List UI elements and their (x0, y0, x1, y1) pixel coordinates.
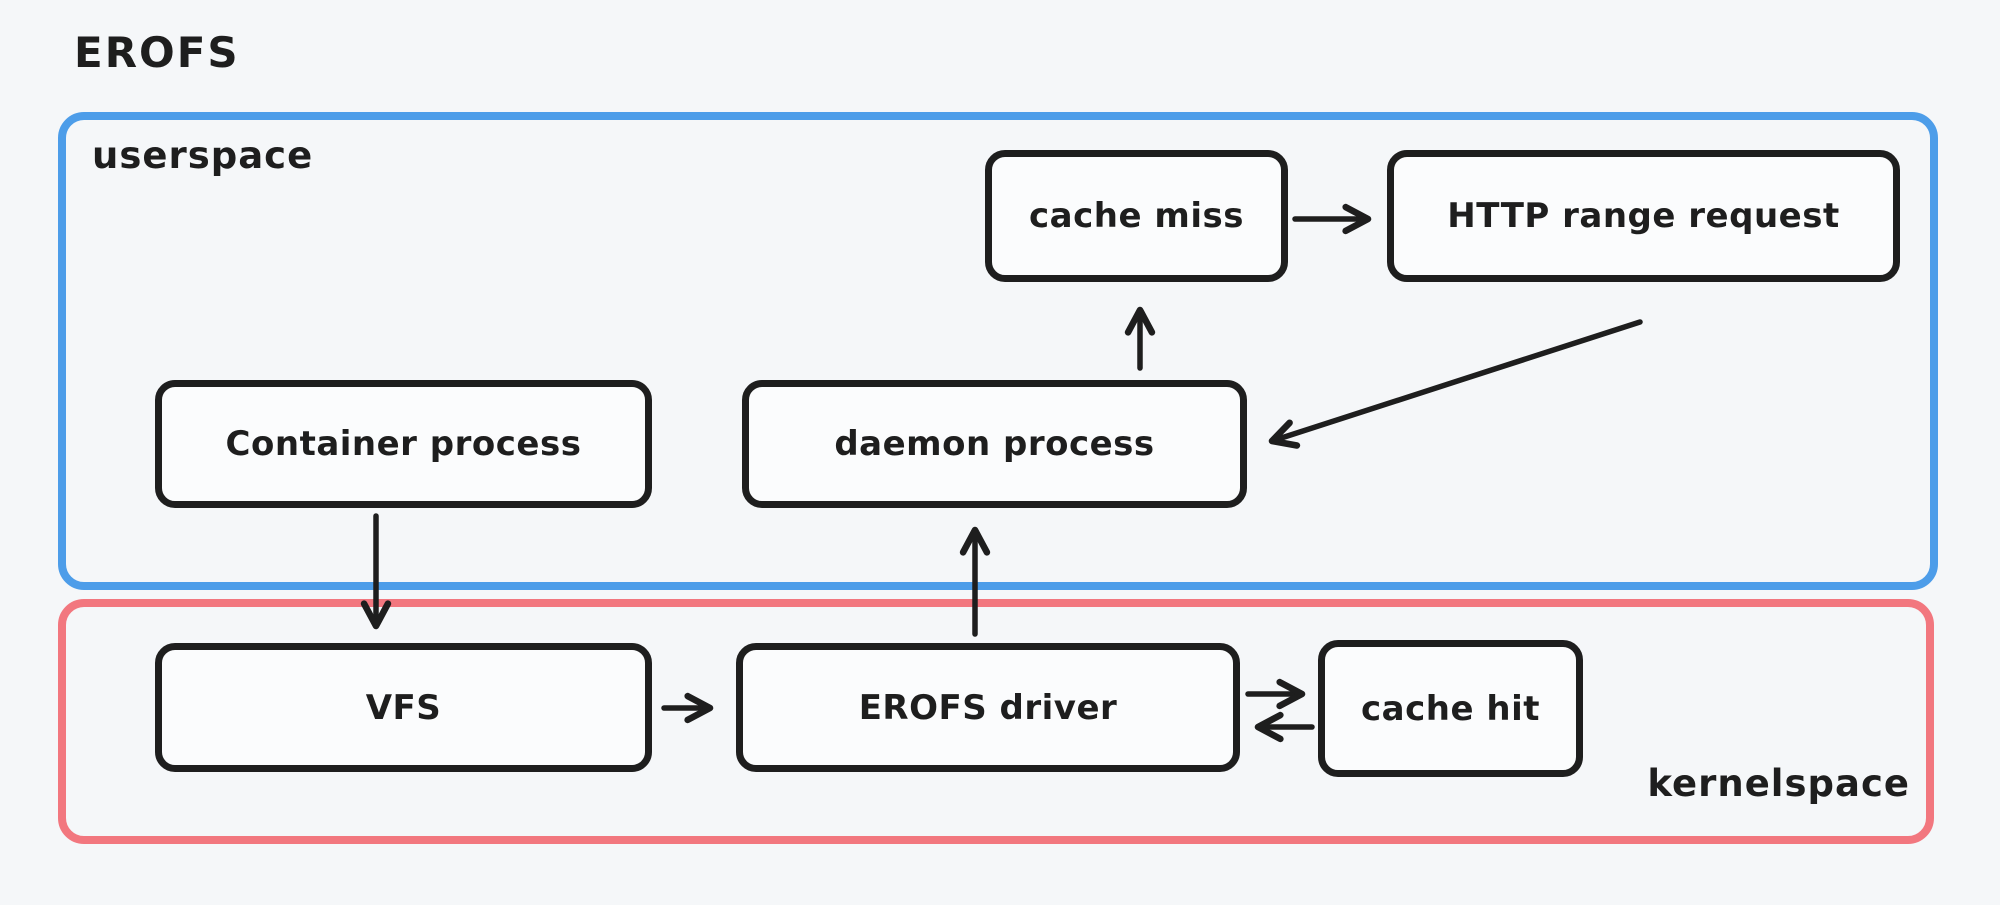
kernelspace-region-label: kernelspace (1647, 762, 1910, 805)
diagram-title: EROFS (74, 28, 240, 77)
node-vfs-label: VFS (365, 687, 442, 728)
node-daemon-process: daemon process (742, 380, 1247, 508)
node-http-range-request-label: HTTP range request (1447, 196, 1840, 236)
node-daemon-process-label: daemon process (834, 424, 1155, 464)
node-erofs-driver-label: EROFS driver (858, 687, 1118, 728)
node-cache-miss-label: cache miss (1029, 196, 1244, 236)
node-container-process: Container process (155, 380, 652, 508)
userspace-region-label: userspace (92, 134, 314, 177)
node-erofs-driver: EROFS driver (736, 643, 1240, 772)
node-vfs: VFS (155, 643, 652, 772)
node-cache-hit: cache hit (1318, 640, 1583, 777)
node-cache-miss: cache miss (985, 150, 1288, 282)
node-cache-hit-label: cache hit (1361, 688, 1540, 729)
kernelspace-region (58, 599, 1934, 844)
userspace-region (58, 112, 1938, 590)
node-container-process-label: Container process (225, 424, 582, 464)
node-http-range-request: HTTP range request (1387, 150, 1900, 282)
